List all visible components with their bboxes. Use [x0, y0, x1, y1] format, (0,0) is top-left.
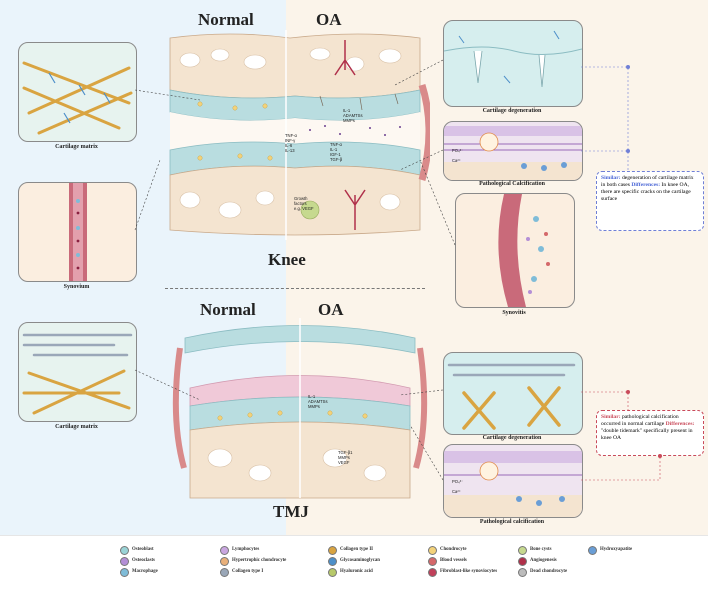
knee-cytokines-right: TNF-α IL-1 IGF-1 TGF-β: [330, 142, 343, 162]
comparison-note-top: Similar: degeneration of cartilage matri…: [596, 171, 704, 231]
cartilage-degeneration-panel-top: [443, 20, 583, 107]
connector-lines: [134, 59, 662, 481]
cartilage-degeneration-panel-bottom: [443, 352, 583, 435]
lymphocyte-icon: [220, 546, 229, 555]
comparison-note-bottom: Similar: pathological calcification occu…: [596, 410, 704, 456]
ion-label-po4-top: PO₄³⁻: [452, 148, 464, 153]
angiogenesis-icon: [518, 557, 527, 566]
collagen-i-icon: [220, 568, 229, 577]
note-top-diff-text: In knee OA, there are specific cracks on…: [601, 182, 691, 202]
bone-cyst-icon: [518, 546, 527, 555]
pathological-calcification-caption-top: Pathological Calcification: [479, 181, 545, 187]
knee-title: Knee: [268, 250, 306, 269]
dead-chondrocyte-icon: [518, 568, 527, 577]
section-divider: [165, 288, 425, 289]
note-top-similar-text: degeneration of cartilage matrix in both…: [601, 175, 694, 188]
knee-cytokines-left: TNF-α INF-γ IL-6 IL-13: [285, 133, 297, 153]
legend-label: Glycosaminoglycan: [340, 558, 380, 563]
legend-label: Osteoclasts: [132, 558, 155, 563]
legend-label: Collagen type II: [340, 547, 374, 552]
legend-label: Hydroxyapatite: [600, 547, 633, 552]
hypertrophic-chondrocyte-icon: [220, 557, 229, 566]
osteoclast-icon: [120, 557, 129, 566]
collagen-ii-icon: [328, 546, 337, 555]
synovium-caption: Synovium: [63, 284, 90, 290]
tmj-enzymes: IL-1 ADAMTSs MMPs: [308, 394, 328, 409]
note-bottom-diff-label: Differences:: [665, 421, 695, 427]
legend-label: Hyaluronic acid: [340, 569, 373, 574]
hydroxyapatite-icon: [588, 546, 597, 555]
legend-label: Chondrocyte: [440, 547, 467, 552]
cartilage-matrix-panel-top: [18, 42, 137, 142]
knee-joint-illustration: [169, 30, 430, 240]
legend-label: Bone cysts: [530, 547, 552, 552]
tmj-title: TMJ: [273, 502, 309, 521]
note-top-diff-label: Differences:: [631, 182, 661, 188]
tmj-normal-title: Normal: [200, 300, 256, 319]
note-top-similar-label: Similar:: [601, 175, 621, 181]
legend-label: Dead chondrocyte: [530, 569, 568, 574]
ion-label-po4-bottom: PO₄³⁻: [452, 479, 464, 484]
chondrocyte-icon: [428, 546, 437, 555]
legend-label: Fibroblast-like synoviocytes: [440, 569, 498, 574]
cartilage-matrix-caption-top: Cartilage matrix: [55, 144, 98, 150]
knee-normal-title: Normal: [198, 10, 254, 29]
cartilage-degeneration-caption-bottom: Cartilage degeneration: [482, 435, 542, 441]
cartilage-matrix-caption-bottom: Cartilage matrix: [55, 424, 98, 430]
ion-label-ca-top: Ca²⁺: [452, 158, 461, 163]
tmj-joint-illustration: [172, 318, 428, 499]
synovium-panel: [18, 182, 137, 282]
legend-label: Collagen type I: [232, 569, 264, 574]
legend-label: Hypertrophic chondrocyte: [232, 558, 287, 563]
legend-label: Macrophage: [132, 569, 158, 574]
legend-label: Lymphocytes: [232, 547, 260, 552]
pathological-calcification-panel-top: [443, 121, 583, 181]
legend-label: Blood vessels: [440, 558, 467, 563]
hyaluronic-acid-icon: [328, 568, 337, 577]
cartilage-matrix-panel-bottom: [18, 322, 137, 422]
legend-label: Osteoblast: [132, 547, 154, 552]
cartilage-degeneration-caption-top: Cartilage degeneration: [482, 108, 542, 114]
glycosaminoglycan-icon: [328, 557, 337, 566]
knee-growth-factors: Growth factors e.g. VEGF: [294, 196, 314, 211]
blood-vessel-icon: [428, 557, 437, 566]
fibroblast-icon: [428, 568, 437, 577]
knee-oa-title: OA: [316, 10, 342, 29]
pathological-calcification-caption-bottom: Pathological calcification: [479, 519, 545, 525]
tmj-factors: TGF-β1 MMPs VEGF: [338, 450, 353, 465]
note-bottom-diff-text: "double tidemark" specifically present i…: [601, 428, 693, 441]
macrophage-icon: [120, 568, 129, 577]
synovitis-caption: Synovitis: [502, 310, 526, 316]
note-bottom-similar-label: Similar:: [601, 414, 621, 420]
pathological-calcification-panel-bottom: [443, 444, 583, 518]
tmj-oa-title: OA: [318, 300, 344, 319]
synovitis-panel: [455, 193, 575, 308]
ion-label-ca-bottom: Ca²⁺: [452, 489, 461, 494]
legend: Osteoblast Lymphocytes Collagen type II Cho…: [0, 535, 708, 592]
note-bottom-similar-text: pathological calcification occurred in n…: [601, 414, 679, 427]
knee-enzymes: IL-1 ADAMTSs MMPs: [343, 108, 363, 123]
legend-label: Angiogenesis: [530, 558, 557, 563]
osteoblast-icon: [120, 546, 129, 555]
